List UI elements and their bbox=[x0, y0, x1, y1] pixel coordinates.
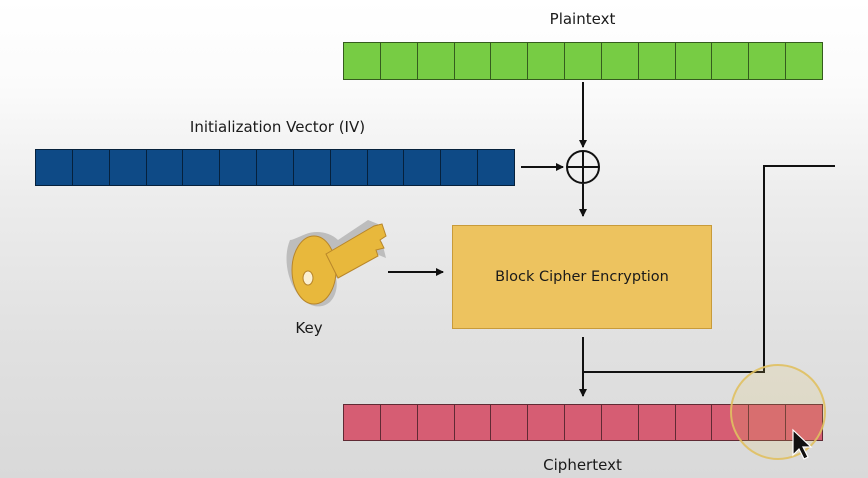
ciphertext-block bbox=[749, 405, 787, 440]
plaintext-block bbox=[380, 43, 418, 79]
ciphertext-block bbox=[344, 405, 381, 440]
ciphertext-block bbox=[528, 405, 566, 440]
ciphertext-block bbox=[638, 405, 676, 440]
ciphertext-label: Ciphertext bbox=[543, 456, 622, 474]
plaintext-block bbox=[675, 43, 713, 79]
ciphertext-block bbox=[565, 405, 602, 440]
plaintext-block bbox=[528, 43, 566, 79]
plaintext-bar bbox=[343, 42, 823, 80]
ciphertext-block bbox=[417, 405, 455, 440]
iv-block bbox=[36, 150, 73, 185]
iv-block bbox=[257, 150, 294, 185]
iv-block bbox=[367, 150, 405, 185]
ciphertext-block bbox=[675, 405, 713, 440]
plaintext-block bbox=[565, 43, 602, 79]
plaintext-block bbox=[454, 43, 492, 79]
iv-block bbox=[146, 150, 184, 185]
iv-bar bbox=[35, 149, 515, 186]
iv-block bbox=[109, 150, 147, 185]
iv-block bbox=[441, 150, 479, 185]
iv-block bbox=[404, 150, 442, 185]
iv-label: Initialization Vector (IV) bbox=[189, 118, 366, 136]
iv-block bbox=[478, 150, 514, 185]
cursor-icon bbox=[792, 428, 813, 460]
plaintext-block bbox=[417, 43, 455, 79]
plaintext-label: Plaintext bbox=[549, 10, 616, 28]
key-icon bbox=[286, 220, 387, 307]
cursor-highlight bbox=[730, 364, 826, 460]
key-label: Key bbox=[295, 319, 323, 337]
ciphertext-block bbox=[380, 405, 418, 440]
xor-icon bbox=[566, 150, 600, 184]
plaintext-block bbox=[601, 43, 639, 79]
ciphertext-block bbox=[491, 405, 529, 440]
plaintext-block bbox=[786, 43, 822, 79]
plaintext-block bbox=[749, 43, 787, 79]
block-cipher-box: Block Cipher Encryption bbox=[452, 225, 712, 329]
plaintext-block bbox=[712, 43, 750, 79]
iv-block bbox=[220, 150, 258, 185]
ciphertext-block bbox=[786, 405, 822, 440]
plaintext-block bbox=[344, 43, 381, 79]
ciphertext-block bbox=[601, 405, 639, 440]
ciphertext-block bbox=[454, 405, 492, 440]
iv-block bbox=[330, 150, 368, 185]
iv-block bbox=[72, 150, 110, 185]
iv-block bbox=[183, 150, 221, 185]
ciphertext-bar bbox=[343, 404, 823, 441]
plaintext-block bbox=[491, 43, 529, 79]
feedback-line bbox=[583, 165, 835, 373]
iv-block bbox=[293, 150, 331, 185]
plaintext-block bbox=[638, 43, 676, 79]
block-cipher-label: Block Cipher Encryption bbox=[495, 269, 669, 285]
